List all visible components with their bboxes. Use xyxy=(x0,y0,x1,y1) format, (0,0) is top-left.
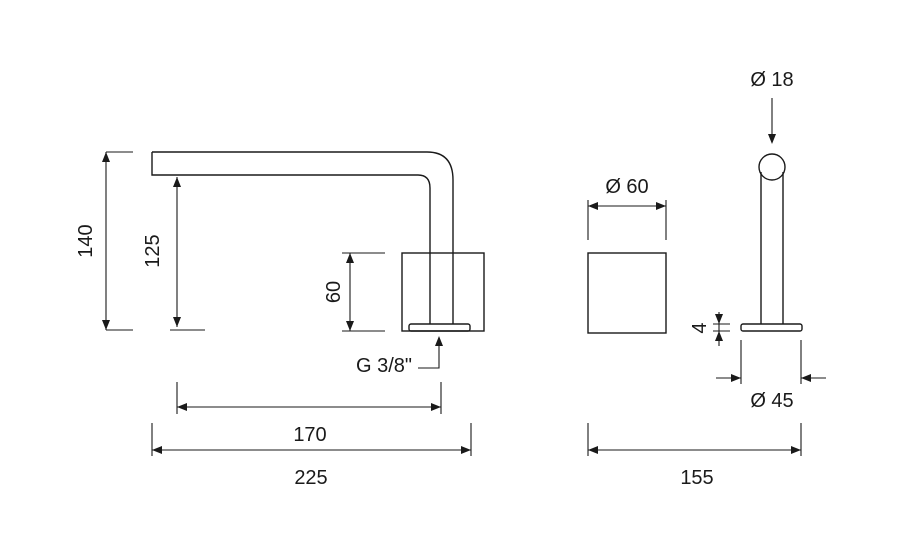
pipe-outline xyxy=(760,172,784,324)
dimension-dia-60: Ø 60 xyxy=(587,176,667,240)
connection-label: G 3/8" xyxy=(356,355,412,377)
dim-60-label: 60 xyxy=(323,281,345,303)
dimension-155: 155 xyxy=(587,423,802,489)
dim-4-label: 4 xyxy=(689,322,711,333)
dim-140-label: 140 xyxy=(75,224,97,257)
dimension-60: 60 xyxy=(323,252,385,332)
dimension-140: 140 xyxy=(75,151,133,331)
dimension-170: 170 xyxy=(176,382,442,446)
flange-plate xyxy=(408,323,471,332)
dimension-dia-18: Ø 18 xyxy=(750,69,794,144)
base-block xyxy=(401,252,485,332)
dia-18-label: Ø 18 xyxy=(750,69,793,91)
dim-125-label: 125 xyxy=(142,234,164,267)
dimension-4: 4 xyxy=(689,312,730,346)
dim-155-label: 155 xyxy=(680,467,713,489)
spout-outline xyxy=(151,151,454,324)
dimension-225: 225 xyxy=(151,423,472,489)
handle-block xyxy=(587,252,667,334)
side-view xyxy=(587,153,803,334)
dim-170-label: 170 xyxy=(293,424,326,446)
dim-225-label: 225 xyxy=(294,467,327,489)
spout-circle xyxy=(758,153,786,181)
dimension-dia-45: Ø 45 xyxy=(716,340,826,412)
dia-60-label: Ø 60 xyxy=(605,176,648,198)
connection-leader: G 3/8" xyxy=(356,336,443,377)
dimension-125: 125 xyxy=(142,177,205,331)
dia-45-label: Ø 45 xyxy=(750,390,793,412)
side-flange-plate xyxy=(740,323,803,332)
front-view xyxy=(151,151,485,332)
